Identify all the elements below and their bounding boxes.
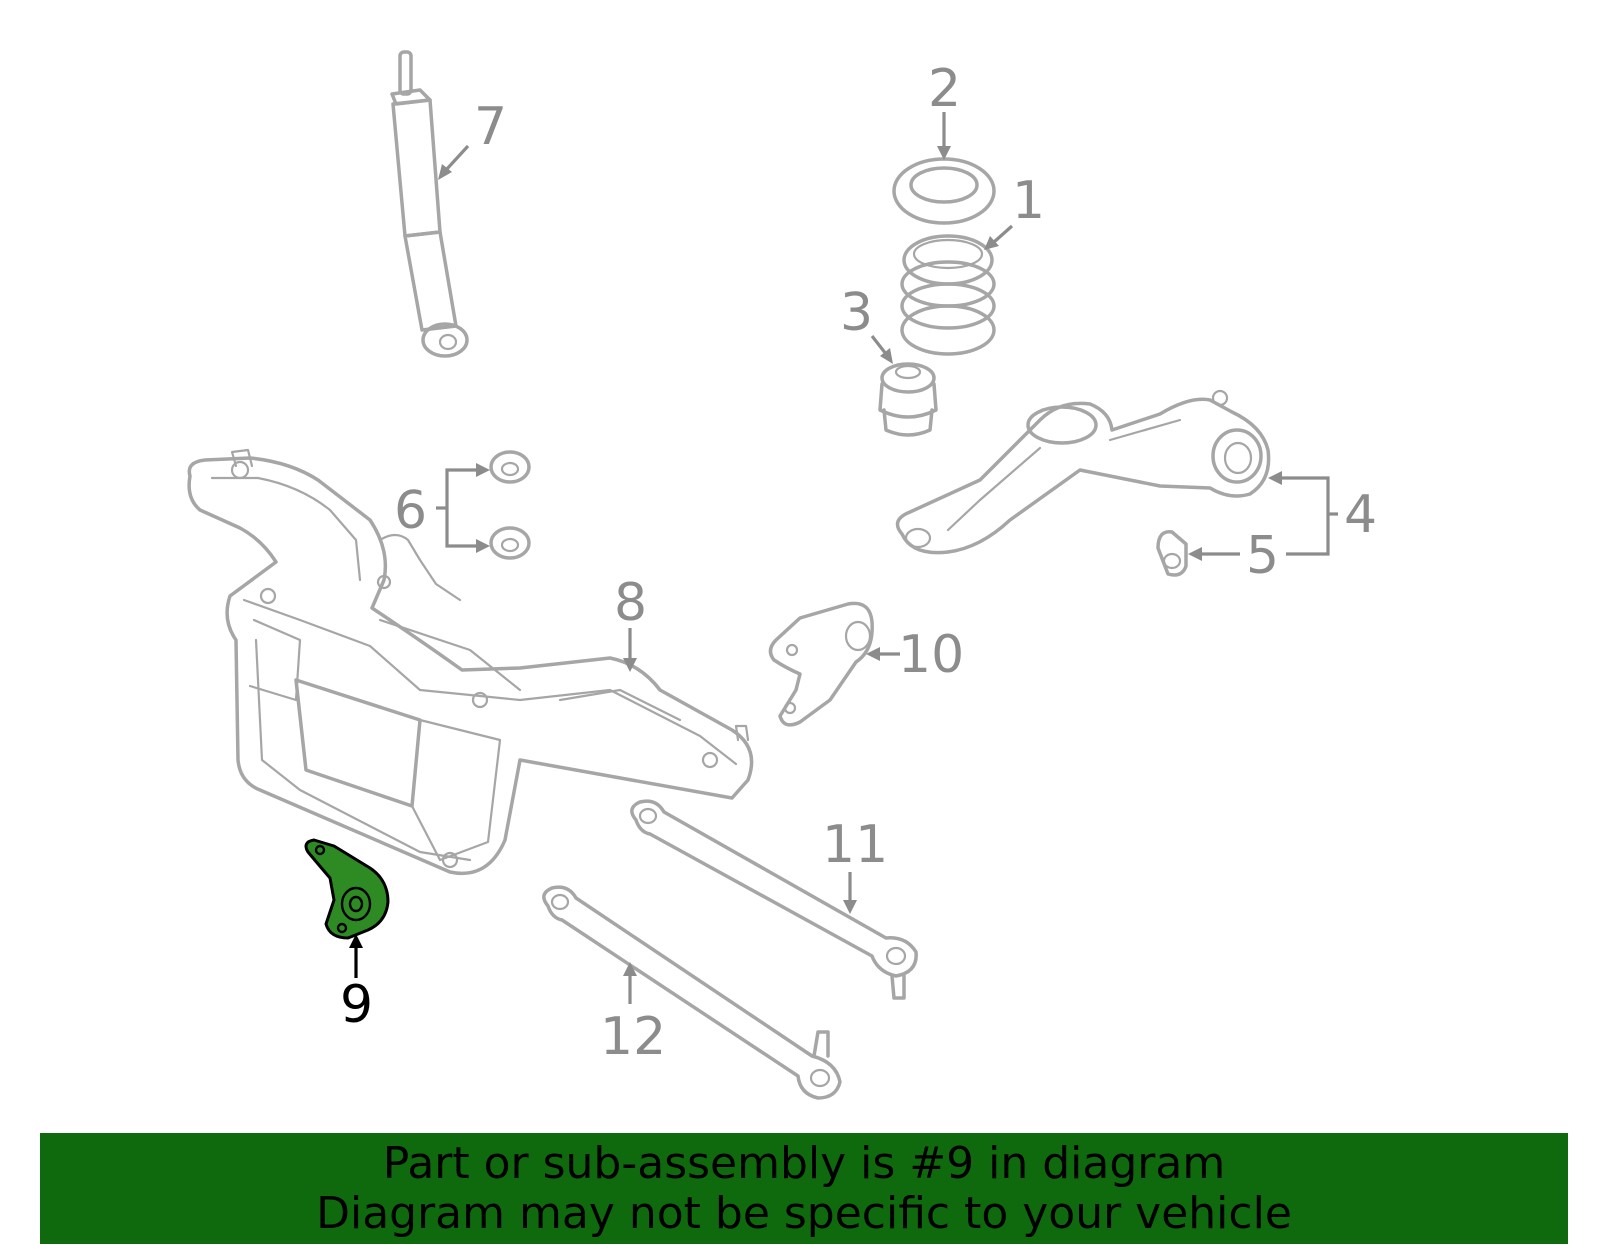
callout-6: 6 [394,481,427,541]
banner-line-2: Diagram may not be specific to your vehi… [316,1188,1292,1239]
callout-3: 3 [840,283,873,343]
leader-lines [349,112,1338,1004]
callout-9: 9 [340,975,373,1035]
part-10-bracket [768,601,874,727]
info-banner: Part or sub-assembly is #9 in diagram Di… [40,1133,1568,1244]
callout-2: 2 [928,59,961,119]
callout-10: 10 [898,625,964,685]
callout-5: 5 [1246,526,1279,586]
part-12-lower-link [542,885,842,1100]
callout-8: 8 [614,573,647,633]
callout-12: 12 [600,1007,666,1067]
part-11-lateral-link [630,799,918,1000]
callout-4: 4 [1344,485,1377,545]
callout-1: 1 [1012,171,1045,231]
callout-11: 11 [822,815,888,875]
callout-7: 7 [474,97,507,157]
part-4-knuckle-arm [895,389,1271,555]
part-3-bump-stop [878,362,938,437]
part-9-highlighted-bracket [304,838,390,940]
callout-labels: 1 2 3 4 5 6 7 8 9 10 11 12 [340,59,1377,1067]
part-6-washers [489,450,531,560]
part-7-shock-absorber [390,50,469,358]
part-5-bushing [1156,530,1188,577]
part-8-subframe [187,448,754,875]
banner-line-1: Part or sub-assembly is #9 in diagram [382,1138,1226,1189]
part-1-coil-spring [900,234,996,356]
part-2-spring-seat [892,157,996,225]
